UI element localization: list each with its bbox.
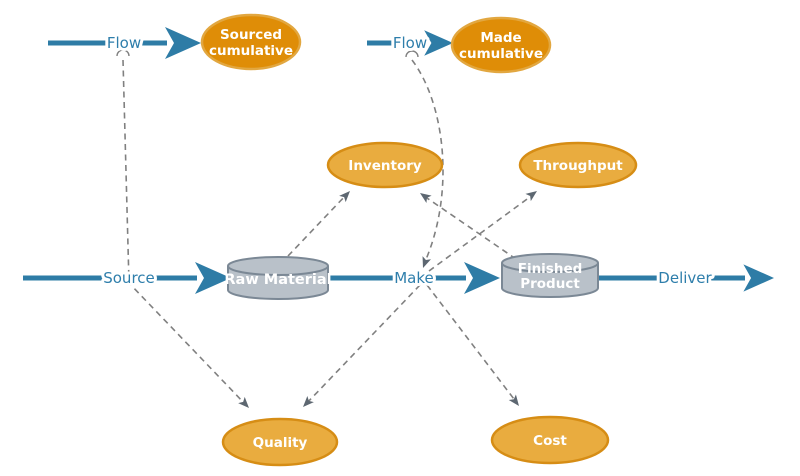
flow-arrowhead-icon [424, 30, 453, 56]
ellipse-shape [450, 16, 552, 74]
deliver-label: Deliver [658, 269, 712, 287]
source-label: Source [103, 269, 155, 287]
make-arrowhead-icon [464, 262, 500, 294]
node-label: Raw Material [224, 272, 331, 288]
node-throughput: Throughput [518, 141, 638, 189]
ellipse-shape [221, 417, 339, 467]
node-cost: Cost [490, 415, 610, 465]
cylinder-top [227, 256, 329, 276]
connector-flowleft-quality [116, 49, 249, 408]
connector-arrowhead [422, 256, 431, 268]
connector-arrowhead [339, 191, 350, 203]
ellipse-shape [518, 141, 638, 189]
connector-hop-arc [116, 49, 130, 57]
connector-hop-arc [405, 50, 419, 58]
deliver-arrowhead-icon [743, 264, 774, 292]
node-quality: Quality [221, 417, 339, 467]
connector-line [428, 193, 535, 272]
connector-make-cost [426, 284, 519, 406]
connector-rawmaterial-inventory [287, 191, 350, 257]
connector-arrowhead [420, 193, 432, 203]
flow-left-label: Flow [107, 34, 141, 52]
connector-line [305, 284, 421, 405]
node-label: Quality [253, 435, 308, 451]
connector-arrowhead [238, 396, 249, 408]
connector-line [426, 284, 518, 404]
connector-line [287, 193, 348, 257]
node-label: Throughput [533, 158, 623, 174]
connector-finishedproduct-inventory [420, 193, 517, 260]
cylinder-top [501, 253, 599, 273]
connector-arrowhead [525, 191, 537, 202]
connector-make-throughput [428, 191, 537, 272]
connector-make-quality [303, 284, 421, 407]
connector-line [411, 59, 444, 265]
connector-line [423, 195, 517, 260]
connector-line [122, 59, 247, 406]
flow-arrow-right [367, 30, 453, 56]
ellipse-shape [200, 13, 302, 71]
connector-arrowhead [508, 394, 519, 406]
make-label: Make [394, 269, 434, 287]
node-label: Inventory [348, 158, 422, 174]
ellipse-shape [490, 415, 610, 465]
connector-flowright-make [405, 50, 444, 268]
flow-arrowhead-icon [165, 27, 201, 59]
flow-arrow-left [48, 27, 201, 59]
source-arrowhead-icon [195, 262, 231, 294]
node-inventory: Inventory [326, 141, 444, 189]
main-flow-line [23, 262, 774, 294]
connector-arrowhead [303, 395, 314, 407]
node-raw-material: Raw Material [224, 256, 332, 300]
node-label: Cost [533, 433, 567, 449]
ellipse-shape [326, 141, 444, 189]
flow-right-label: Flow [393, 34, 427, 52]
